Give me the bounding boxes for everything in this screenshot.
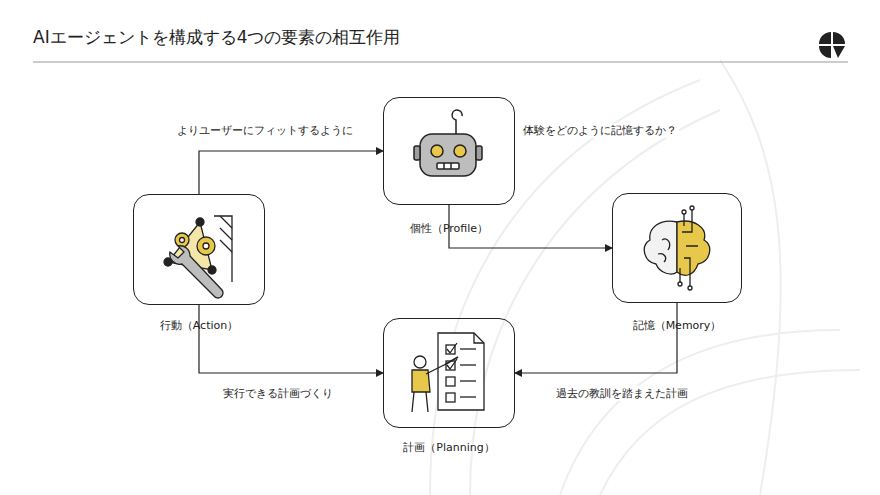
node-label: 記憶（Memory） (633, 318, 722, 333)
node-label: 計画（Planning） (403, 440, 494, 455)
element-node: 個性（Profile） (383, 97, 515, 238)
logo (819, 32, 845, 58)
element-box (612, 193, 742, 303)
element-box (133, 194, 265, 305)
connector-arrow (199, 151, 383, 194)
brain-icon (644, 206, 709, 290)
element-node: 計画（Planning） (383, 318, 515, 457)
robot-icon (414, 110, 482, 176)
connector-arrow (199, 305, 383, 373)
element-node: 記憶（Memory） (612, 193, 742, 335)
node-label: 個性（Profile） (410, 221, 488, 236)
title-rule (33, 62, 848, 63)
edge-label: 実行できる計画づくり (221, 386, 335, 401)
edge-label: 体験をどのように記憶するか？ (521, 123, 679, 138)
tools-icon (164, 216, 232, 298)
checklist-icon (412, 333, 484, 412)
watermark-curves (430, 60, 860, 495)
edge-label: 過去の教訓を踏まえた計画 (554, 386, 690, 401)
element-box (383, 97, 515, 205)
connector-arrow (515, 303, 677, 373)
node-label: 行動（Action） (160, 318, 238, 333)
element-node: 行動（Action） (133, 194, 265, 335)
page-title: AIエージェントを構成する4つの要素の相互作用 (33, 26, 400, 49)
edge-label: よりユーザーにフィットするように (175, 123, 355, 138)
element-box (383, 318, 515, 428)
